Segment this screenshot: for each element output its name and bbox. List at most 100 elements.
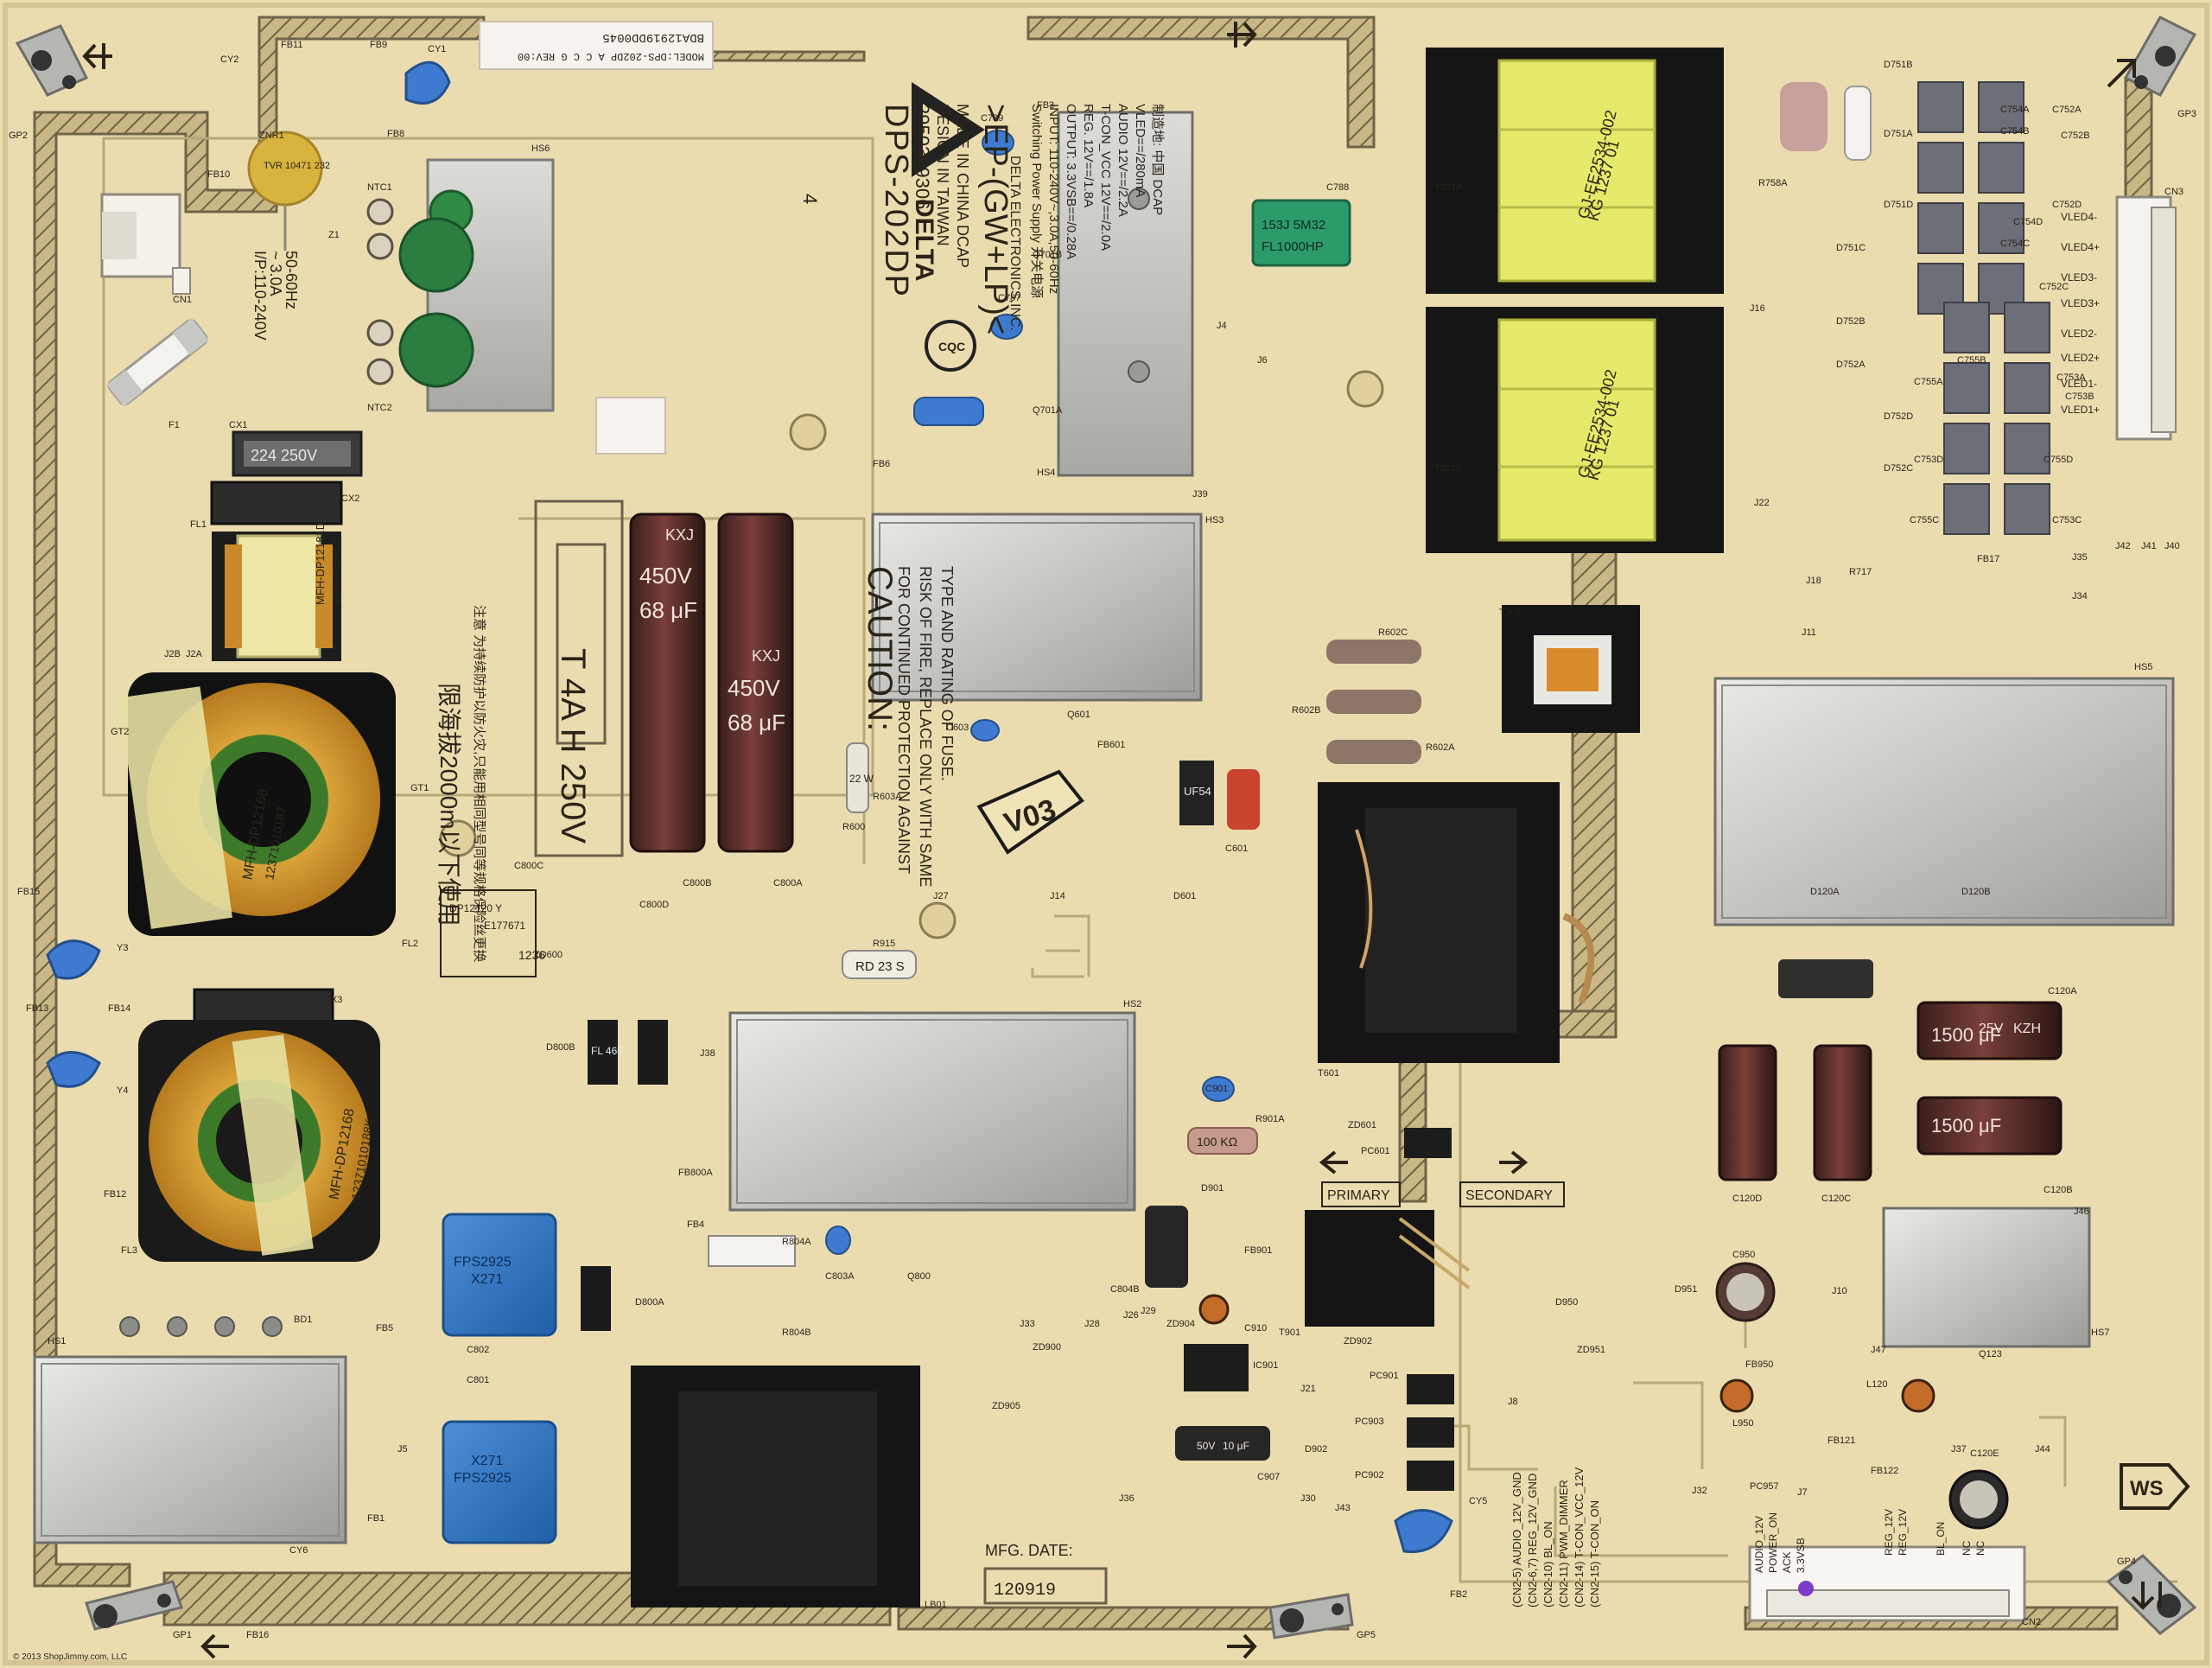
isolation-secondary: SECONDARY [1465, 1188, 1553, 1203]
refdes-label: FB950 [1745, 1359, 1773, 1370]
y-capacitor-cy1 [404, 60, 451, 105]
cap-bulk-value: 68 μF [639, 597, 697, 623]
refdes-label: IC901 [1253, 1360, 1278, 1371]
refdes-label: R758A [1758, 178, 1788, 188]
refdes-label: J43 [1335, 1503, 1351, 1513]
refdes-label: FB1 [367, 1513, 385, 1524]
cn2-header-4: REG_12V [1883, 1509, 1895, 1556]
isolation-primary: PRIMARY [1327, 1188, 1390, 1203]
refdes-label: J14 [1050, 891, 1065, 901]
refdes-label: T301B [1434, 463, 1462, 474]
ntc-pads [366, 198, 394, 385]
refdes-label: T601 [1318, 1068, 1339, 1079]
d800-label: FL 460 [591, 1045, 623, 1057]
cn2-pin-0: (CN2-5) AUDIO_12V_GND [1510, 1472, 1523, 1608]
refdes-label: NTC1 [367, 182, 392, 193]
refdes-label: C803A [825, 1271, 855, 1282]
refdes-label: FB9 [370, 40, 387, 50]
cn3-pin-7: VLED1+ [2061, 404, 2100, 416]
refdes-label: C801 [467, 1375, 489, 1385]
refdes-label: C800D [639, 900, 669, 910]
cap-bulk2-series: KXJ [752, 647, 780, 665]
cn2-pin-3: (CN2-11) PWM_DIMMER [1557, 1480, 1570, 1608]
common-mode-choke-fl3 [138, 1020, 380, 1262]
refdes-label: C753A [2056, 372, 2086, 383]
refdes-label: Q701A [1033, 405, 1063, 416]
refdes-label: Z1 [328, 230, 340, 240]
spec-line-4: T-CON_VCC 12V==/2.0A [1098, 104, 1113, 251]
refdes-label: FB5 [376, 1323, 393, 1334]
refdes-label: ZD600 [534, 950, 563, 960]
x-capacitor-cx1 [232, 430, 363, 477]
refdes-label: J2A [186, 649, 203, 659]
transformer-t301b [1426, 307, 1724, 553]
cap-bulk2-voltage: 450V [728, 675, 780, 701]
refdes-label: C120A [2048, 986, 2077, 996]
refdes-label: PC601 [1361, 1146, 1390, 1156]
refdes-label: D752C [1884, 463, 1913, 474]
spec-line-1: INPUT: 110-240V~,3.0A,50-60Hz [1046, 104, 1061, 294]
refdes-label: J29 [1141, 1306, 1156, 1316]
arrows [82, 22, 2162, 1659]
ws-mark-shape [2120, 1463, 2190, 1510]
refdes-label: D752A [1836, 360, 1866, 370]
refdes-label: J39 [1192, 489, 1208, 500]
pcb-edge [3, 3, 2209, 1665]
cn2-pin-2: (CN2-10) BL_ON [1541, 1521, 1554, 1608]
brand-text: DELTA [910, 199, 938, 282]
refdes-label: J8 [1508, 1397, 1518, 1407]
refdes-label: J33 [1020, 1319, 1035, 1329]
capacitor-c120e [1948, 1469, 2009, 1530]
film-capacitor-c801 [442, 1420, 557, 1544]
input-label-1: ~ 3.0A [267, 251, 284, 296]
refdes-label: C950 [1732, 1250, 1755, 1260]
refdes-label: J27 [933, 891, 949, 901]
transformer-t301a [1426, 48, 1724, 294]
sticker-model: MODEL:DPS-202DP A C C G REV:00 [518, 50, 704, 62]
cn2-header-3: 3.3VSB [1795, 1537, 1807, 1573]
output-capacitor-c120b [1916, 1096, 2063, 1156]
ground-lug-gp2 [15, 24, 89, 97]
refdes-label: FB16 [246, 1630, 269, 1640]
refdes-label: C752A [2052, 105, 2082, 115]
cap-film-c801-sub: X271 [471, 1454, 503, 1468]
cap-small-value: 10 μF [1223, 1440, 1249, 1452]
input-label-0: I/P:110-240V [251, 251, 269, 341]
refdes-label: C753B [2065, 392, 2094, 402]
refdes-label: C752D [2052, 200, 2082, 210]
transformer-t302 [1502, 605, 1640, 733]
refdes-label: J4 [1217, 321, 1227, 331]
refdes-label: Q701B [1033, 250, 1062, 260]
cn3-pin-4: VLED2- [2061, 328, 2097, 340]
common-mode-choke-fl2 [118, 672, 396, 936]
refdes-label: CY6 [289, 1545, 308, 1556]
fuse-f1 [106, 318, 209, 407]
refdes-label: C907 [1257, 1472, 1280, 1482]
refdes-label: C755A [1914, 377, 1943, 387]
refdes-label: HS2 [1123, 999, 1141, 1009]
refdes-label: FB12 [104, 1189, 126, 1200]
refdes-label: C755C [1910, 515, 1939, 525]
caution-line-0: FOR CONTINUED PROTECTION AGAINST [895, 566, 912, 874]
refdes-label: CY1 [428, 44, 446, 54]
caution-line-2: TYPE AND RATING OF FUSE. [938, 566, 956, 781]
led-connector-cn3 [2115, 195, 2177, 441]
part-number: 2950309306 [912, 104, 933, 209]
refdes-label: D902 [1305, 1444, 1327, 1455]
refdes-label: D751A [1884, 129, 1913, 139]
dp-label: DP12120 Y [449, 902, 502, 914]
ground-lug-gp3 [2123, 16, 2197, 97]
ground-lug-gp4 [2106, 1554, 2197, 1635]
refdes-label: FB4 [687, 1219, 704, 1230]
refdes-label: D751C [1836, 243, 1866, 253]
refdes-label: FB3 [1037, 100, 1054, 111]
heatsink-hs7 [1882, 1206, 2091, 1348]
cap-output-series: KZH [2013, 1022, 2041, 1036]
refdes-label: ZD902 [1344, 1336, 1372, 1346]
refdes-label: D601 [1173, 891, 1196, 901]
filter-fl1-label: MFH-DP12181D [314, 522, 327, 605]
cap-bulk-voltage: 450V [639, 563, 692, 589]
cn2-pin-4: (CN2-14) T-CON_VCC_12V [1573, 1467, 1586, 1608]
cn3-pin-0: VLED4- [2061, 211, 2097, 223]
